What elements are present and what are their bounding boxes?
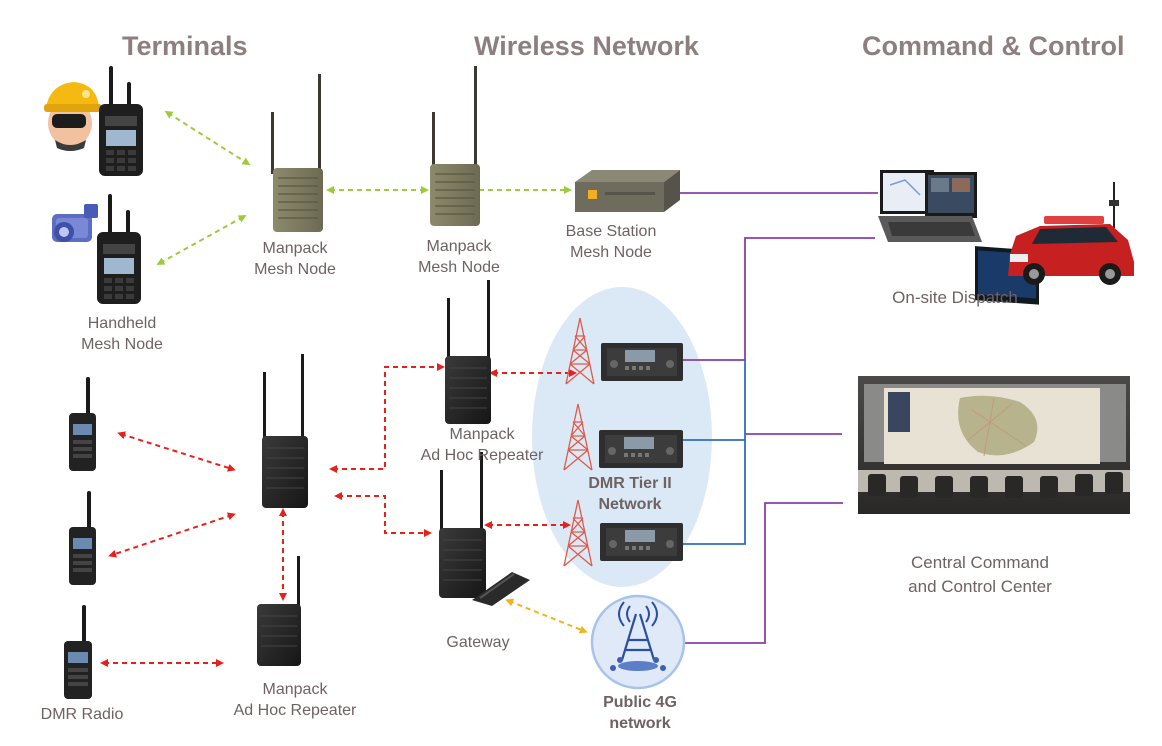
label-adhoc-top-line1: Manpack: [449, 426, 515, 443]
label-public-4g-network: Public 4G network: [590, 692, 690, 734]
label-base-station-line1: Base Station: [565, 223, 657, 240]
label-handheld-mesh-node-line2: Mesh Node: [81, 336, 163, 353]
header-command-control: Command & Control: [862, 31, 1125, 61]
manpack-ad-hoc-repeater-top-device: [445, 280, 491, 424]
label-adhoc-top-line2: Ad Hoc Repeater: [420, 447, 544, 464]
handheld-mesh-radio-top: [99, 66, 143, 176]
mesh-links: [156, 110, 572, 265]
label-manpack-ad-hoc-repeater-top: Manpack Ad Hoc Repeater: [407, 424, 557, 466]
fire-command-vehicle: [1008, 182, 1134, 285]
dmr-repeater-1: [601, 343, 683, 381]
label-dmr-tier-ii-network: DMR Tier II Network: [580, 473, 680, 515]
label-manpack-mesh-node-1-line2: Mesh Node: [254, 261, 336, 278]
label-dmr-tier-line1: DMR Tier II: [588, 475, 672, 492]
header-terminals: Terminals: [122, 31, 248, 61]
label-adhoc-bottom-line2: Ad Hoc Repeater: [233, 702, 357, 719]
label-public-4g-line2: network: [609, 715, 671, 732]
label-on-site-dispatch: On-site Dispatch: [892, 288, 1018, 307]
manpack-mesh-node-1: [271, 74, 323, 232]
public-4g-network-icon: [590, 594, 686, 690]
dmr-tower-2: [563, 403, 593, 471]
manpack-ad-hoc-repeater-center: [262, 354, 308, 508]
camera-icon: [52, 204, 98, 242]
label-central-command-line1: Central Command: [911, 553, 1049, 572]
header-wireless-network: Wireless Network: [474, 31, 699, 61]
dmr-radio-3: [64, 605, 92, 699]
label-manpack-mesh-node-2-line1: Manpack: [426, 238, 492, 255]
ad-hoc-links: [100, 363, 577, 667]
label-manpack-ad-hoc-repeater-bottom: Manpack Ad Hoc Repeater: [220, 679, 370, 721]
lte-link: [505, 598, 588, 634]
manpack-mesh-node-2: [430, 66, 480, 226]
firefighter-helmet-icon: [44, 82, 102, 151]
label-central-command-line2: and Control Center: [908, 577, 1052, 596]
label-central-command: Central Command and Control Center: [880, 551, 1080, 599]
dmr-tower-1: [565, 317, 595, 385]
handheld-mesh-radio-bottom: [97, 194, 141, 304]
backhaul-wires: [668, 192, 878, 644]
central-command-center-photo: [858, 376, 1130, 514]
label-manpack-mesh-node-2: Manpack Mesh Node: [399, 236, 519, 278]
gateway-device: [439, 452, 530, 606]
dmr-radio-1: [69, 377, 96, 471]
dmr-repeater-3: [600, 523, 683, 561]
manpack-ad-hoc-repeater-bottom-device: [257, 556, 301, 666]
label-dmr-radio: DMR Radio: [40, 706, 124, 723]
base-station-mesh-node: [575, 170, 680, 212]
label-handheld-mesh-node-line1: Handheld: [87, 315, 157, 332]
label-manpack-mesh-node-2-line2: Mesh Node: [418, 259, 500, 276]
on-site-dispatch-workstation: [878, 170, 1039, 305]
label-manpack-mesh-node-1: Manpack Mesh Node: [235, 238, 355, 280]
label-handheld-mesh-node: Handheld Mesh Node: [62, 313, 182, 355]
label-base-station-mesh-node: Base Station Mesh Node: [551, 221, 671, 263]
dmr-repeater-2: [599, 430, 683, 468]
label-public-4g-line1: Public 4G: [603, 694, 677, 711]
dmr-tower-3: [563, 499, 593, 567]
label-adhoc-bottom-line1: Manpack: [262, 681, 328, 698]
dmr-radio-2: [69, 491, 96, 585]
label-gateway: Gateway: [446, 634, 510, 651]
label-dmr-tier-line2: Network: [598, 496, 662, 513]
label-manpack-mesh-node-1-line1: Manpack: [262, 240, 328, 257]
label-base-station-line2: Mesh Node: [570, 244, 652, 261]
